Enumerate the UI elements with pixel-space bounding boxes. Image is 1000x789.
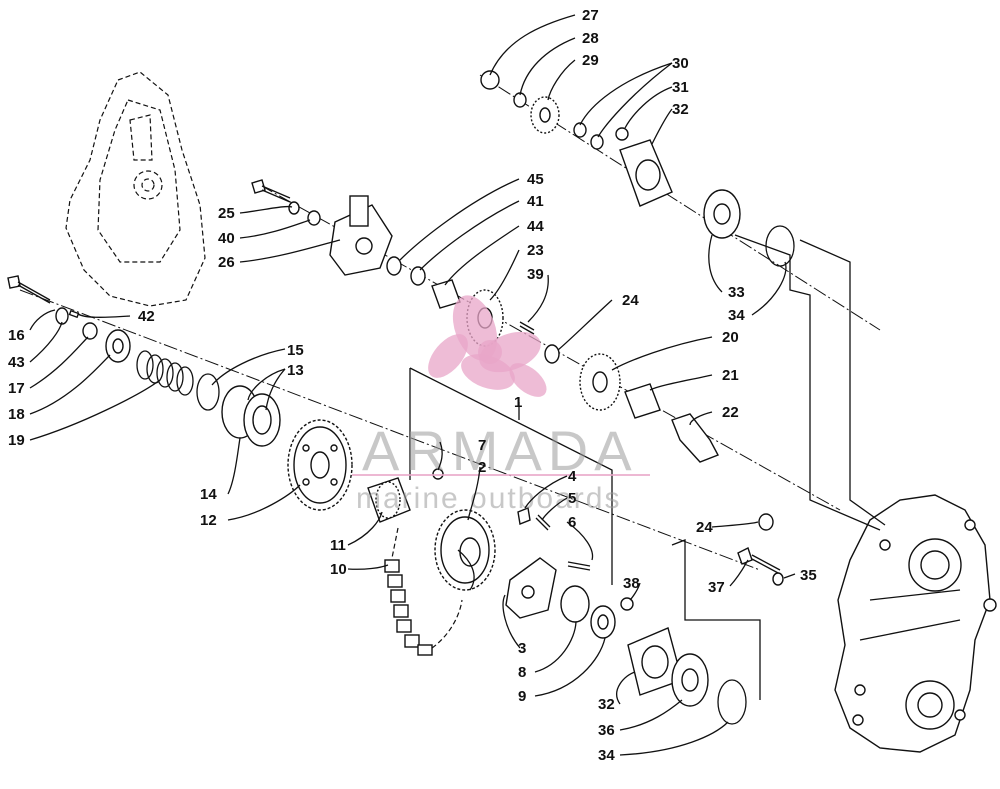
callout-4: 4	[568, 468, 577, 485]
callout-9: 9	[518, 688, 526, 705]
callout-7: 7	[478, 437, 486, 454]
callout-28: 28	[582, 30, 599, 47]
bolt-16-drawing	[7, 275, 51, 304]
callout-32-upper: 32	[672, 101, 689, 118]
callout-11: 11	[330, 537, 346, 554]
callout-33: 33	[728, 284, 745, 301]
callout-39: 39	[527, 266, 544, 283]
callout-15: 15	[287, 342, 304, 359]
propeller-logo	[428, 295, 547, 397]
callout-labels: 27 28 29 30 31 32 45 41 44 23 39 25 40 2…	[8, 7, 817, 764]
callout-17: 17	[8, 380, 25, 397]
brand-watermark: ARMADA marine outboards	[352, 295, 650, 515]
callout-34-lower: 34	[598, 747, 615, 764]
callout-19: 19	[8, 432, 25, 449]
gear-12-drawing	[287, 419, 353, 511]
callout-37: 37	[708, 579, 725, 596]
callout-16: 16	[8, 327, 25, 344]
callout-20: 20	[722, 329, 739, 346]
exploded-drawing	[7, 70, 997, 753]
callout-45: 45	[527, 171, 544, 188]
callout-43: 43	[8, 354, 25, 371]
callout-5: 5	[568, 490, 576, 507]
callout-24-upper: 24	[622, 292, 639, 309]
callout-30: 30	[672, 55, 689, 72]
callout-13: 13	[287, 362, 304, 379]
callout-23: 23	[527, 242, 544, 259]
callout-24-lower: 24	[696, 519, 713, 536]
gearcase-housing	[834, 494, 997, 753]
callout-21: 21	[722, 367, 739, 384]
callout-38: 38	[623, 575, 640, 592]
watermark-brand: ARMADA	[362, 419, 638, 482]
callout-14: 14	[200, 486, 217, 503]
gearcase-cover-outline	[65, 71, 206, 307]
callout-12: 12	[200, 512, 217, 529]
callout-42: 42	[138, 308, 155, 325]
callout-32-lower: 32	[598, 696, 615, 713]
leader-lines	[29, 14, 796, 756]
callout-6: 6	[568, 514, 576, 531]
callout-34-upper: 34	[728, 307, 745, 324]
callout-27: 27	[582, 7, 599, 24]
callout-18: 18	[8, 406, 25, 423]
callout-41: 41	[527, 193, 544, 210]
watermark-tagline: marine outboards	[356, 482, 621, 515]
callout-44: 44	[527, 218, 544, 235]
callout-31: 31	[672, 79, 689, 96]
callout-29: 29	[582, 52, 599, 69]
gear-2-drawing	[434, 509, 496, 591]
callout-26: 26	[218, 254, 235, 271]
callout-2: 2	[478, 459, 486, 476]
callout-8: 8	[518, 664, 526, 681]
callout-36: 36	[598, 722, 615, 739]
callout-1: 1	[514, 394, 522, 411]
callout-3: 3	[518, 640, 526, 657]
callout-10: 10	[330, 561, 347, 578]
callout-40: 40	[218, 230, 235, 247]
spring-19-drawing	[136, 350, 194, 396]
callout-25: 25	[218, 205, 235, 222]
chain-10-drawing	[384, 527, 463, 656]
callout-35: 35	[800, 567, 817, 584]
callout-22: 22	[722, 404, 739, 421]
